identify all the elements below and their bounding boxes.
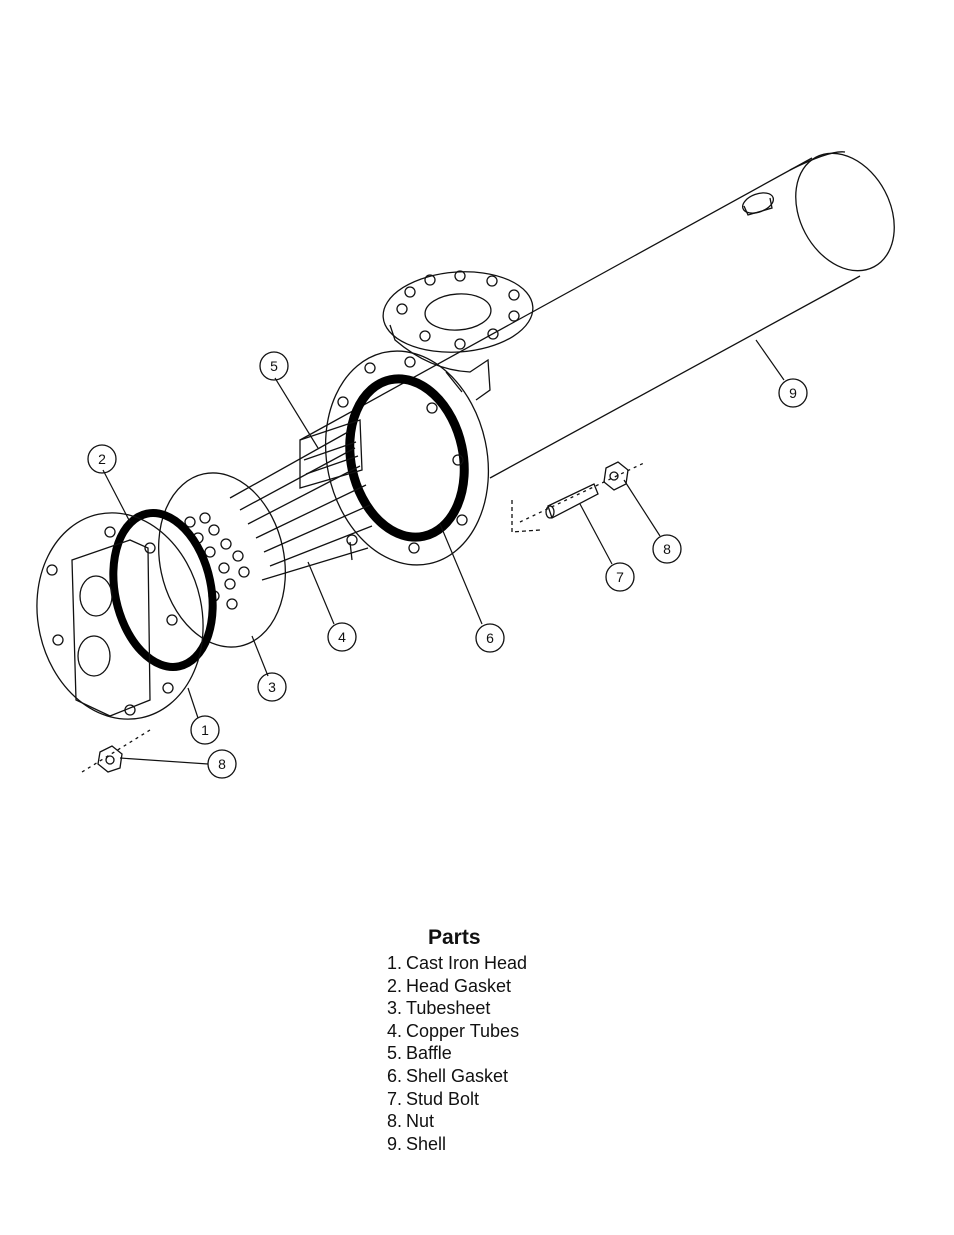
heat-exchanger-exploded-diagram: 1 2 3 4 5 6 7 8 8 9 [0, 0, 954, 860]
callout-8-right: 8 [653, 535, 681, 563]
part-name: Copper Tubes [402, 1020, 519, 1043]
callout-1-label: 1 [201, 722, 209, 738]
part-number: 4. [362, 1020, 402, 1043]
parts-title: Parts [428, 926, 662, 950]
callout-8-left: 8 [208, 750, 236, 778]
callout-5: 5 [260, 352, 288, 380]
callout-8-right-label: 8 [663, 541, 671, 557]
part-name: Shell Gasket [402, 1065, 508, 1088]
callout-7: 7 [606, 563, 634, 591]
part-row: 9.Shell [362, 1133, 662, 1156]
part-number: 2. [362, 975, 402, 998]
callout-9: 9 [779, 379, 807, 407]
part-name: Shell [402, 1133, 446, 1156]
callout-2-label: 2 [98, 451, 106, 467]
tubesheet [143, 461, 301, 659]
part-row: 4.Copper Tubes [362, 1020, 662, 1043]
callout-9-label: 9 [789, 385, 797, 401]
part-number: 1. [362, 952, 402, 975]
callout-3-label: 3 [268, 679, 276, 695]
tube-bundle [230, 420, 372, 580]
callout-6: 6 [476, 624, 504, 652]
part-row: 7.Stud Bolt [362, 1088, 662, 1111]
callout-8-left-label: 8 [218, 756, 226, 772]
part-name: Nut [402, 1110, 434, 1133]
part-row: 1.Cast Iron Head [362, 952, 662, 975]
part-row: 5.Baffle [362, 1042, 662, 1065]
part-number: 7. [362, 1088, 402, 1111]
part-name: Tubesheet [402, 997, 490, 1020]
part-name: Cast Iron Head [402, 952, 527, 975]
head-gasket [100, 504, 226, 677]
part-name: Head Gasket [402, 975, 511, 998]
part-name: Stud Bolt [402, 1088, 479, 1111]
part-number: 9. [362, 1133, 402, 1156]
parts-list: Parts 1.Cast Iron Head 2.Head Gasket 3.T… [362, 926, 662, 1155]
part-name: Baffle [402, 1042, 452, 1065]
callout-6-label: 6 [486, 630, 494, 646]
part-row: 2.Head Gasket [362, 975, 662, 998]
part-row: 6.Shell Gasket [362, 1065, 662, 1088]
callout-3: 3 [258, 673, 286, 701]
callout-4: 4 [328, 623, 356, 651]
callout-5-label: 5 [270, 358, 278, 374]
callout-7-label: 7 [616, 569, 624, 585]
part-row: 8.Nut [362, 1110, 662, 1133]
part-row: 3.Tubesheet [362, 997, 662, 1020]
part-number: 5. [362, 1042, 402, 1065]
callout-2: 2 [88, 445, 116, 473]
callout-1: 1 [191, 716, 219, 744]
part-number: 8. [362, 1110, 402, 1133]
part-number: 6. [362, 1065, 402, 1088]
callout-4-label: 4 [338, 629, 346, 645]
part-number: 3. [362, 997, 402, 1020]
